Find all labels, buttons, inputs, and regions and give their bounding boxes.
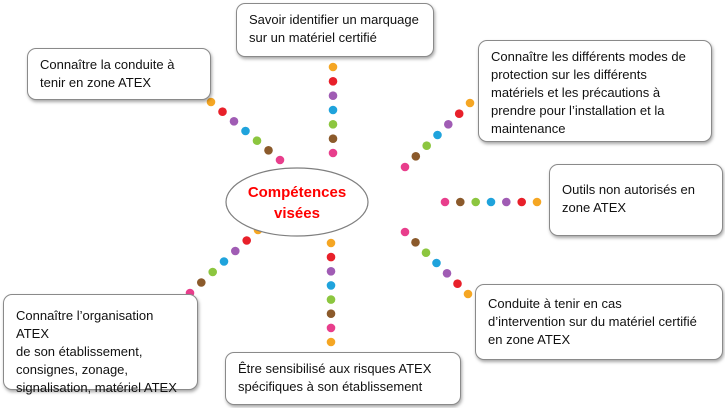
box-conduite-text: Connaître la conduite à tenir en zone AT… (40, 57, 175, 90)
connector-dot-conduite (275, 155, 285, 165)
connector-dot-sensibilise (326, 281, 336, 290)
connector-dot-organisation (242, 236, 251, 245)
center-label: Compétences visées (247, 184, 347, 222)
connector-dot-outils (456, 197, 465, 207)
connector-dot-protection (433, 130, 442, 140)
connector-dot-sensibilise (326, 337, 336, 347)
connector-dot-marquage (328, 105, 338, 115)
connector-dot-conduite (252, 136, 262, 145)
connector-dot-sensibilise (326, 295, 336, 304)
box-marquage: Savoir identifier un marquage sur un mat… (236, 3, 434, 57)
connector-dot-intervention (432, 258, 441, 268)
box-outils-text: Outils non autorisés en zone ATEX (562, 182, 695, 215)
connector-dot-protection (422, 141, 432, 150)
connector-dot-intervention (463, 289, 473, 299)
connector-dot-outils (502, 197, 511, 207)
connector-dot-outils (532, 197, 542, 207)
connector-dot-intervention (411, 238, 420, 247)
connector-dot-conduite (206, 97, 216, 107)
center-ellipse (225, 167, 369, 237)
connector-dot-sensibilise (326, 252, 336, 262)
connector-dot-outils (440, 197, 450, 207)
box-sensibilise: Être sensibilisé aux risques ATEX spécif… (225, 352, 461, 405)
connector-dot-intervention (421, 248, 431, 257)
connector-dot-marquage (328, 148, 338, 158)
box-organisation-text: Connaître l’organisation ATEX de son éta… (16, 308, 177, 395)
connector-dot-sensibilise (326, 267, 336, 276)
connector-dot-organisation (231, 246, 240, 256)
connector-dot-protection (454, 109, 464, 118)
connector-dot-intervention (442, 269, 452, 278)
connector-dot-outils (486, 197, 496, 207)
connector-dot-organisation (197, 278, 206, 287)
connector-dot-outils (517, 197, 526, 207)
box-intervention-text: Conduite à tenir en cas d’intervention s… (488, 296, 697, 347)
connector-dot-marquage (328, 120, 338, 129)
connector-dot-marquage (328, 62, 338, 72)
box-protection-text: Connaître les différents modes de protec… (491, 49, 686, 136)
box-organisation: Connaître l’organisation ATEX de son éta… (3, 294, 198, 395)
connector-dot-protection (400, 162, 410, 172)
box-sensibilise-text: Être sensibilisé aux risques ATEX spécif… (238, 361, 432, 394)
connector-dot-conduite (264, 146, 273, 155)
box-intervention: Conduite à tenir en cas d’intervention s… (475, 284, 723, 360)
connector-dot-organisation (219, 257, 229, 266)
connector-dot-conduite (229, 117, 239, 126)
dotted-connectors (185, 62, 542, 347)
box-marquage-text: Savoir identifier un marquage sur un mat… (249, 12, 419, 45)
connector-dot-marquage (328, 134, 338, 143)
connector-dot-protection (444, 120, 453, 129)
connector-dot-sensibilise (326, 323, 336, 333)
connector-dot-organisation (208, 267, 217, 277)
connector-dot-protection (411, 152, 421, 161)
connector-dot-intervention (453, 279, 462, 289)
connector-dot-protection (465, 98, 475, 108)
connector-dot-sensibilise (326, 309, 336, 319)
connector-dot-outils (471, 197, 481, 207)
connector-dot-marquage (328, 91, 338, 100)
box-outils: Outils non autorisés en zone ATEX (549, 164, 723, 236)
connector-dot-marquage (328, 77, 338, 86)
connector-dot-conduite (218, 107, 227, 116)
box-conduite: Connaître la conduite à tenir en zone AT… (27, 48, 211, 100)
connector-dot-conduite (241, 126, 250, 136)
box-protection: Connaître les différents modes de protec… (478, 40, 712, 142)
connector-dot-intervention (400, 227, 410, 237)
connector-dot-sensibilise (326, 238, 336, 248)
